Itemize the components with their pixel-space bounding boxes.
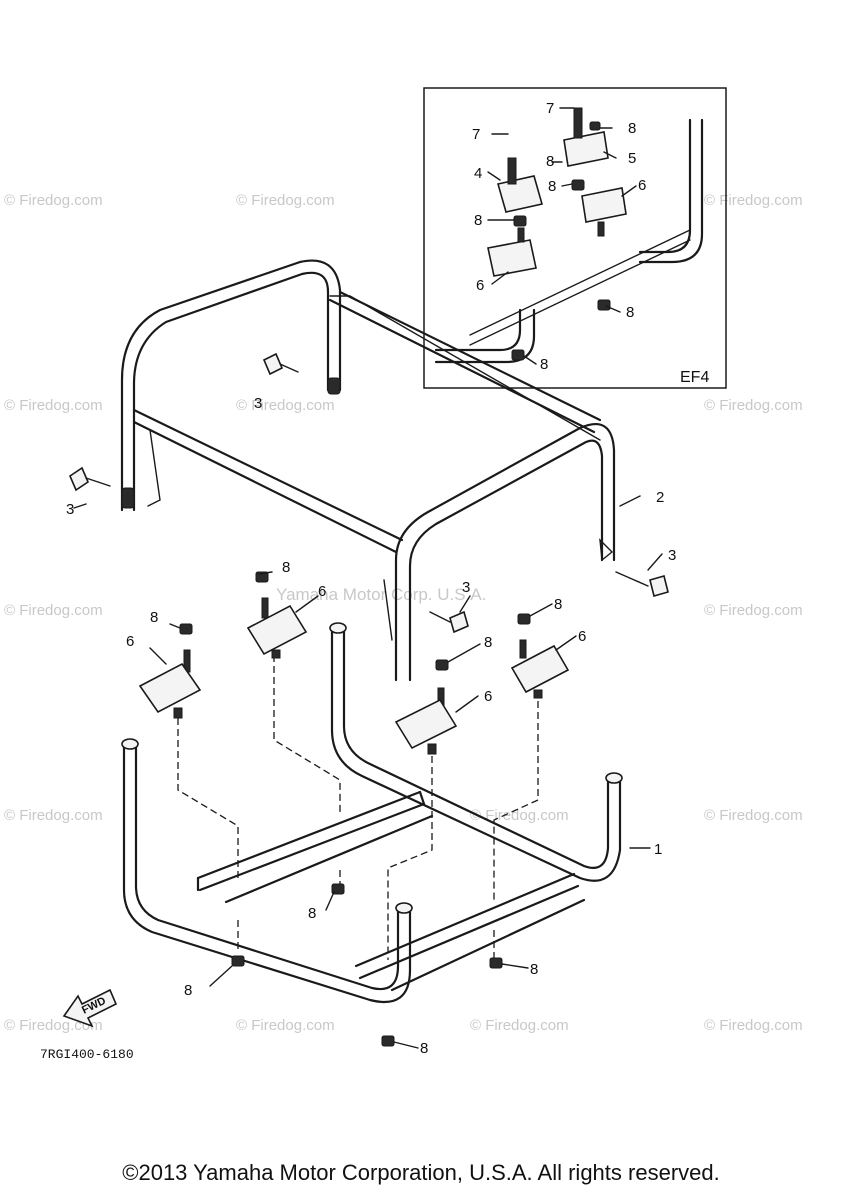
callout-6: 6 [126,633,134,650]
callout-5: 5 [628,150,636,167]
watermark: © Firedog.com [236,397,335,414]
callout-8: 8 [540,356,548,373]
watermark: Yamaha Motor Corp. U.S.A. [276,585,486,604]
watermark: © Firedog.com [236,192,335,209]
callout-6: 6 [484,688,492,705]
callouts: 3 3 3 3 2 1 8 6 8 6 8 6 8 6 8 8 8 8 [66,395,676,1057]
watermark: © Firedog.com [704,397,803,414]
bolts [69,352,669,634]
assembly-lines [177,655,539,960]
watermark: © Firedog.com [470,807,569,824]
callout-3: 3 [66,501,74,518]
callout-1: 1 [654,841,662,858]
callout-8: 8 [484,634,492,651]
callout-7: 7 [472,126,480,143]
inset-label: EF4 [680,369,709,386]
watermark: © Firedog.com [4,192,103,209]
fwd-arrow: FWD [62,988,118,1028]
callout-8: 8 [530,961,538,978]
watermark: © Firedog.com [236,1017,335,1034]
watermark: © Firedog.com [470,1017,569,1034]
callout-6: 6 [318,583,326,600]
callout-8: 8 [184,982,192,999]
watermark: © Firedog.com [704,602,803,619]
callout-8: 8 [308,905,316,922]
watermark: © Firedog.com [704,1017,803,1034]
copyright-notice: ©2013 Yamaha Motor Corporation, U.S.A. A… [122,1160,720,1185]
callout-3: 3 [668,547,676,564]
callout-8: 8 [282,559,290,576]
lower-frame [121,622,623,1004]
mounts [138,571,570,1047]
callout-8: 8 [628,120,636,137]
watermarks: © Firedog.com © Firedog.com © Firedog.co… [4,192,803,1034]
callout-8: 8 [150,609,158,626]
watermark: © Firedog.com [4,602,103,619]
callout-6: 6 [638,177,646,194]
callout-2: 2 [656,489,664,506]
diagram-code: 7RGI400-6180 [40,1047,134,1062]
callout-8: 8 [474,212,482,229]
callout-8: 8 [546,153,554,170]
callout-3: 3 [462,579,470,596]
callout-8: 8 [626,304,634,321]
callout-8: 8 [548,178,556,195]
watermark: © Firedog.com [4,807,103,824]
watermark: © Firedog.com [4,397,103,414]
callout-3: 3 [254,395,262,412]
callout-6: 6 [476,277,484,294]
callout-4: 4 [474,165,482,182]
callout-8: 8 [420,1040,428,1057]
callout-6: 6 [578,628,586,645]
inset-detail: 7 4 8 6 7 8 8 5 8 6 8 8 EF4 [423,87,727,389]
upper-frame [120,259,616,682]
watermark: © Firedog.com [704,807,803,824]
watermark: © Firedog.com [704,192,803,209]
callout-7: 7 [546,100,554,117]
callout-8: 8 [554,596,562,613]
